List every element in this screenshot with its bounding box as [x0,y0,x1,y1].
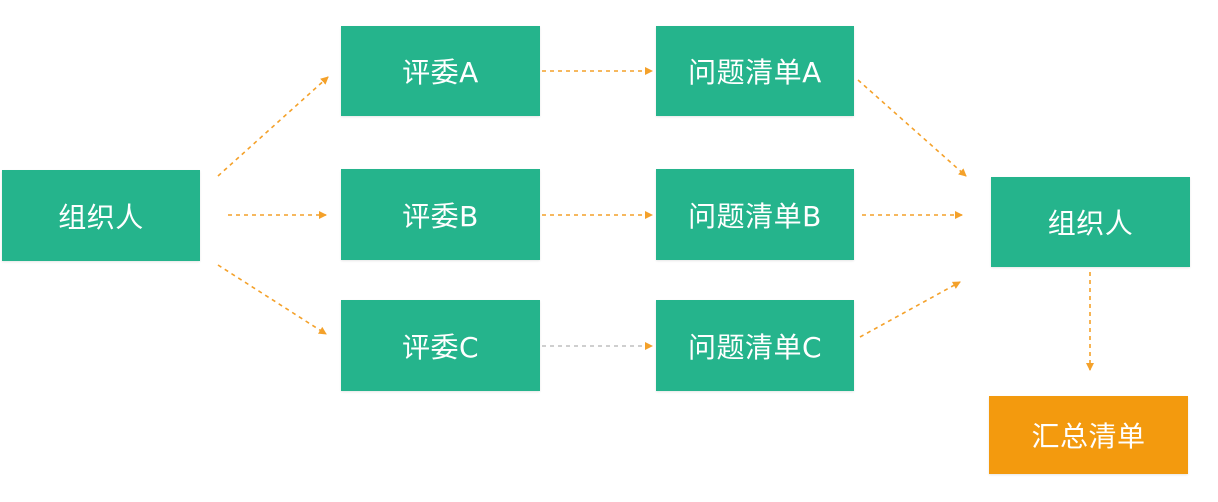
edge-issues-c-to-organizer [859,281,961,338]
edge-organizer-to-judge-c [217,264,327,335]
judge-b-node: 评委B [341,169,540,260]
issues-c-node: 问题清单C [656,300,854,391]
issues-a-node: 问题清单A [656,26,854,116]
summary-node: 汇总清单 [989,396,1188,474]
judge-a-node: 评委A [341,26,540,116]
edge-organizer-to-judge-a [217,76,329,177]
edge-issues-a-to-organizer [857,79,967,177]
issues-b-node: 问题清单B [656,169,854,260]
judge-c-node: 评委C [341,300,540,391]
organizer-start-node: 组织人 [2,170,200,261]
organizer-end-node: 组织人 [991,177,1190,267]
